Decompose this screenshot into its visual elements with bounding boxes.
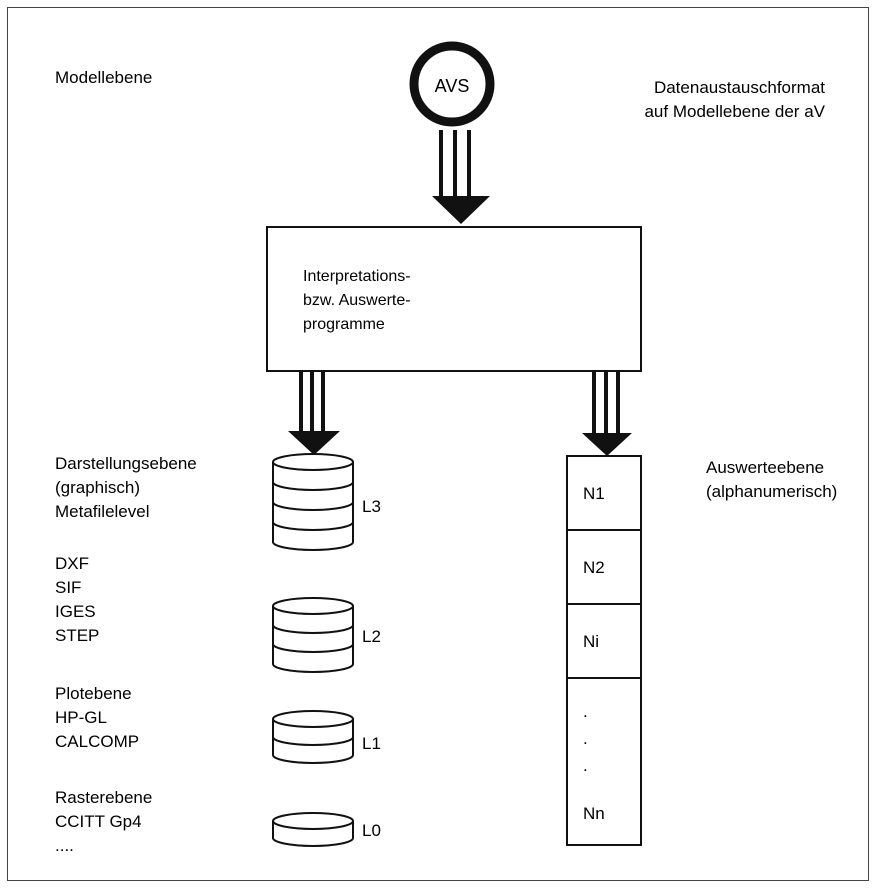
format-item: DXF [55,554,89,573]
raster-line: CCITT Gp4 [55,812,142,831]
cylinder-l1 [272,710,354,764]
program-box-text: Interpretations- bzw. Auswerte- programm… [303,265,411,337]
plot-line: CALCOMP [55,732,140,751]
plot-label: Plotebene HP-GL CALCOMP [55,682,139,754]
exchange-format-line: auf Modellebene der aV [644,102,825,121]
avs-label: AVS [434,76,470,96]
formats-label: DXF SIF IGES STEP [55,552,99,648]
program-line: Interpretations- [303,268,411,285]
raster-line: .... [55,836,74,855]
level-l1-label: L1 [362,734,381,753]
plot-line: HP-GL [55,708,107,727]
exchange-format-line: Datenaustauschformat [653,78,825,97]
cell-n2: N2 [583,558,605,577]
program-line: programme [303,316,385,333]
darstellung-line: Darstellungsebene [55,454,197,473]
auswerte-line: Auswerteebene [706,458,825,477]
arrow-avs-to-programs [439,130,471,200]
auswerte-table [566,455,642,846]
model-level-label: Modellebene [55,68,153,87]
raster-line: Rasterebene [55,788,153,807]
arrow-to-auswerte [592,372,620,435]
arrowhead-right [582,433,632,456]
arrow-to-darstellung [299,372,325,433]
cell-dot: . [583,702,588,721]
cell-n1: N1 [583,484,605,503]
exchange-format-label: Datenaustauschformat auf Modellebene der… [644,76,825,124]
program-line: bzw. Auswerte- [303,292,411,309]
format-item: STEP [55,626,100,645]
cell-nn: Nn [583,804,605,823]
level-l3-label: L3 [362,497,381,516]
cylinder-l3 [272,453,354,551]
level-l0-label: L0 [362,821,381,840]
program-box [266,226,642,372]
darstellung-line: Metafilelevel [55,502,150,521]
arrowhead-left [288,431,340,455]
cell-dot: . [583,756,588,775]
cylinder-l0 [272,812,354,847]
diagram-frame [7,7,869,881]
level-l2-label: L2 [362,627,381,646]
cell-dot: . [583,729,588,748]
cell-ni: Ni [583,632,600,651]
raster-label: Rasterebene CCITT Gp4 .... [55,786,152,858]
format-item: SIF [55,578,82,597]
auswerte-line: (alphanumerisch) [706,482,838,501]
format-item: IGES [55,602,96,621]
cylinder-l2 [272,597,354,673]
auswerte-label: Auswerteebene (alphanumerisch) [706,456,837,504]
darstellung-line: (graphisch) [55,478,141,497]
darstellung-label: Darstellungsebene (graphisch) Metafilele… [55,452,197,524]
plot-line: Plotebene [55,684,132,703]
avs-circle [409,41,495,127]
arrowhead-avs [432,196,490,224]
